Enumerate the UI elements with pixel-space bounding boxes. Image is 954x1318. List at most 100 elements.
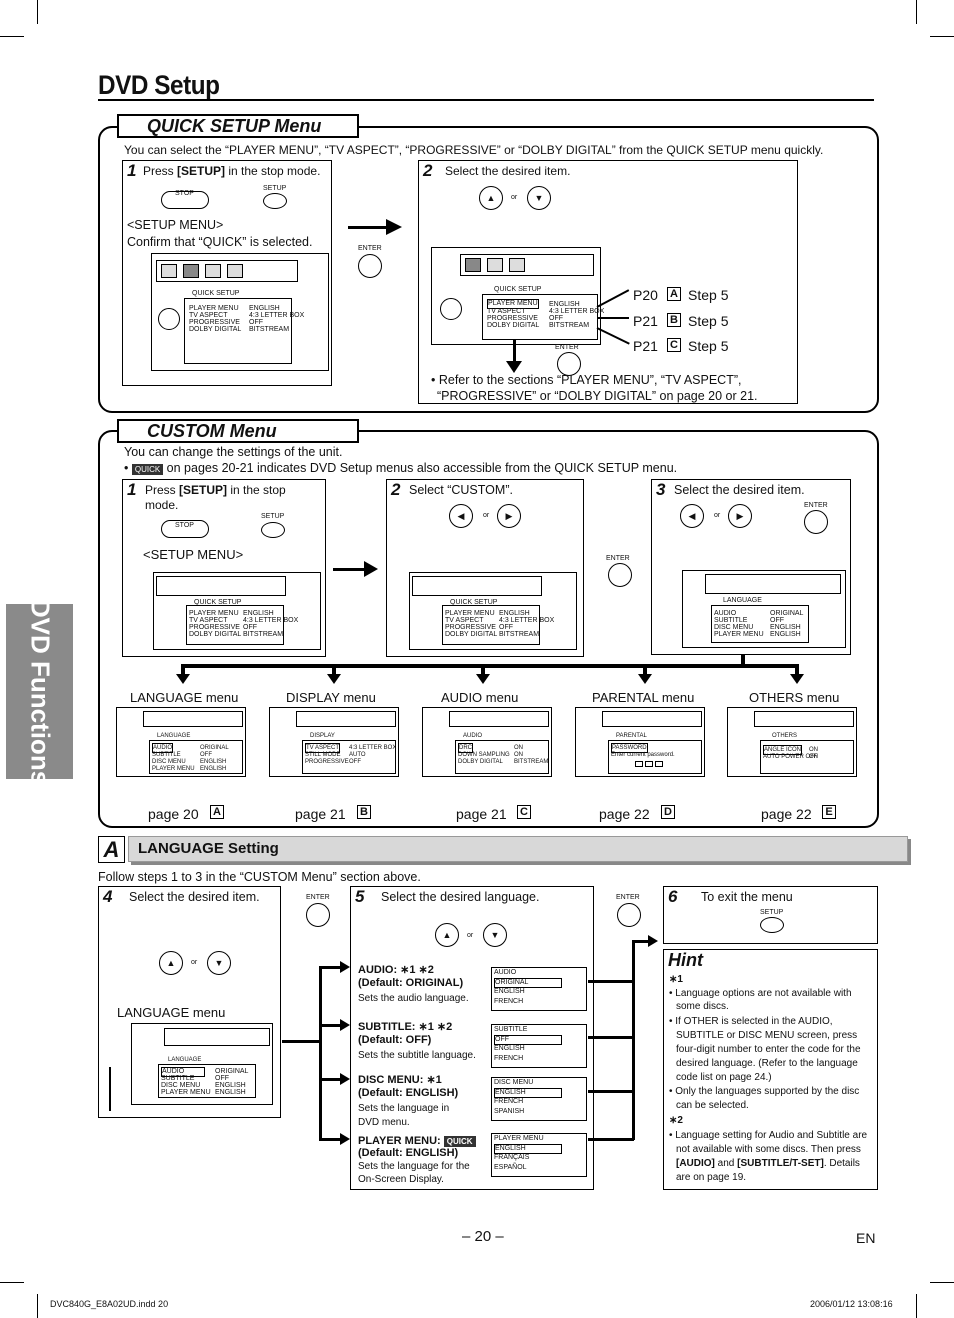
menu-value: ON bbox=[809, 747, 818, 753]
player-menu-lang-list: PLAYER MENU ENGLISH FRANÇAIS ESPAÑOL bbox=[491, 1133, 587, 1177]
page-number: – 20 – bbox=[462, 1228, 504, 1245]
menu-value: ON bbox=[514, 745, 523, 751]
menu-header: QUICK SETUP bbox=[192, 290, 240, 297]
initialize-icon bbox=[509, 258, 525, 272]
enter-button[interactable] bbox=[306, 903, 330, 927]
step1-instruction: Press [SETUP] in the stop mode. bbox=[143, 164, 321, 178]
step-number: 3 bbox=[656, 480, 666, 499]
left-button[interactable]: ◀ bbox=[449, 504, 473, 528]
menu-header: QUICK SETUP bbox=[194, 599, 242, 606]
or-label: or bbox=[191, 959, 198, 966]
list-item-selected: ENGLISH bbox=[494, 1088, 562, 1098]
list-header: PLAYER MENU bbox=[494, 1135, 544, 1142]
menu-header: PARENTAL bbox=[616, 733, 647, 739]
menu-item: TV ASPECT bbox=[487, 308, 526, 315]
menu-value: ENGLISH bbox=[249, 305, 280, 312]
down-button[interactable]: ▼ bbox=[527, 186, 551, 210]
hint-text: • Language options are not available wit… bbox=[669, 988, 852, 999]
menu-header: OTHERS bbox=[772, 733, 798, 739]
menu-item: DOLBY DIGITAL bbox=[189, 631, 242, 638]
ref-step: Step 5 bbox=[688, 287, 729, 303]
down-button[interactable]: ▼ bbox=[207, 951, 231, 975]
menu-item: Enter current password. bbox=[611, 752, 675, 758]
setup-button[interactable] bbox=[261, 522, 285, 538]
stop-button[interactable] bbox=[161, 520, 209, 538]
others-menu-screen: OTHERS ANGLE ICON AUTO POWER OFF ON ON bbox=[727, 707, 857, 777]
enter-button[interactable] bbox=[608, 563, 632, 587]
fanin-line bbox=[588, 1036, 634, 1039]
menu-arrow bbox=[643, 664, 647, 676]
list-header: AUDIO bbox=[494, 969, 517, 976]
disc-menu-lang-list: DISC MENU ENGLISH FRENCH SPANISH bbox=[491, 1077, 587, 1121]
step-number: 6 bbox=[668, 887, 678, 906]
ref-step: Step 5 bbox=[688, 338, 729, 354]
hint-text: • Language setting for Audio and Subtitl… bbox=[669, 1130, 868, 1141]
language-menu-label: LANGUAGE menu bbox=[117, 1005, 226, 1020]
menu-value: BITSTREAM bbox=[249, 326, 290, 333]
subtitle-option-desc: Sets the subtitle language. bbox=[358, 1050, 476, 1061]
quick-step1-box: 1 Press [SETUP] in the stop mode. STOP S… bbox=[122, 160, 332, 386]
menu-item-selected: ANGLE ICON bbox=[763, 745, 803, 755]
crop-mark bbox=[930, 36, 954, 37]
menu-item: TV ASPECT bbox=[189, 617, 228, 624]
hint-title: Hint bbox=[668, 950, 703, 970]
enter-button[interactable] bbox=[557, 352, 581, 376]
audio-menu-label: AUDIO menu bbox=[441, 690, 519, 705]
enter-button[interactable] bbox=[617, 903, 641, 927]
display-menu-label: DISPLAY menu bbox=[286, 690, 376, 705]
menu-panel: DRC DOWN SAMPLING DOLBY DIGITAL ON ON BI… bbox=[455, 740, 549, 774]
menu-item: DOLBY DIGITAL bbox=[189, 326, 242, 333]
setup-button[interactable] bbox=[760, 917, 784, 933]
menu-value: 4:3 LETTER BOX bbox=[349, 745, 397, 751]
arrow-head bbox=[340, 1073, 350, 1085]
menu-item: PLAYER MENU bbox=[714, 631, 764, 638]
or-label: or bbox=[467, 932, 474, 939]
arrow bbox=[333, 568, 367, 571]
player-menu-option-desc: Sets the language for the bbox=[358, 1161, 470, 1172]
lang-step4-box: 4 Select the desired item. ▲ or ▼ LANGUA… bbox=[98, 886, 281, 1118]
up-button[interactable]: ▲ bbox=[479, 186, 503, 210]
disc-menu-option-default: (Default: ENGLISH) bbox=[358, 1087, 459, 1099]
arrow-head bbox=[790, 674, 804, 684]
step-number: 4 bbox=[103, 887, 113, 906]
display-menu-screen: DISPLAY TV ASPECT STILL MODE PROGRESSIVE… bbox=[269, 707, 399, 777]
ref-page: P21 bbox=[633, 338, 658, 354]
enter-button[interactable] bbox=[804, 510, 828, 534]
menu-panel: ANGLE ICON AUTO POWER OFF ON ON bbox=[760, 740, 854, 774]
custom-menu-section bbox=[98, 430, 879, 828]
hint-text: not available with some discs. Then pres… bbox=[676, 1144, 861, 1155]
page-ref: page 21 bbox=[295, 806, 346, 822]
right-button[interactable]: ▶ bbox=[497, 504, 521, 528]
menu-value: OFF bbox=[249, 319, 263, 326]
menu-arrow bbox=[481, 664, 485, 676]
page-ref: page 21 bbox=[456, 806, 507, 822]
refer-text: “PROGRESSIVE” or “DOLBY DIGITAL” on page… bbox=[437, 389, 758, 403]
menu-value: ORIGINAL bbox=[215, 1068, 249, 1075]
left-button[interactable]: ◀ bbox=[680, 504, 704, 528]
enter-button[interactable] bbox=[358, 254, 382, 278]
tv-screen: QUICK SETUP PLAYER MENU TV ASPECT PROGRE… bbox=[431, 247, 604, 345]
down-button[interactable]: ▼ bbox=[483, 923, 507, 947]
arrow-head bbox=[648, 935, 658, 947]
menu-item: PROGRESSIVE bbox=[487, 315, 538, 322]
menu-value: BITSTREAM bbox=[549, 322, 590, 329]
menu-item-selected: AUDIO bbox=[152, 743, 174, 753]
subtitle-option-default: (Default: OFF) bbox=[358, 1034, 432, 1046]
section-marker: A bbox=[98, 836, 125, 863]
list-item: SPANISH bbox=[494, 1108, 525, 1115]
step-number: 2 bbox=[423, 161, 433, 180]
right-button[interactable]: ▶ bbox=[728, 504, 752, 528]
custom-intro: You can change the settings of the unit. bbox=[124, 445, 343, 459]
parental-menu-screen: PARENTAL PASSWORD Enter current password… bbox=[575, 707, 705, 777]
setup-button[interactable] bbox=[263, 193, 287, 209]
audio-option-default: (Default: ORIGINAL) bbox=[358, 977, 464, 989]
up-button[interactable]: ▲ bbox=[435, 923, 459, 947]
menu-item: PLAYER MENU bbox=[161, 1089, 211, 1096]
setup-menu-label: <SETUP MENU> bbox=[127, 218, 224, 232]
up-button[interactable]: ▲ bbox=[159, 951, 183, 975]
arrow-head bbox=[327, 674, 341, 684]
menu-header: LANGUAGE bbox=[168, 1057, 202, 1063]
menu-item: PLAYER MENU bbox=[152, 766, 195, 772]
hint-note1: ∗1 bbox=[669, 974, 683, 985]
stop-button[interactable] bbox=[161, 191, 209, 209]
